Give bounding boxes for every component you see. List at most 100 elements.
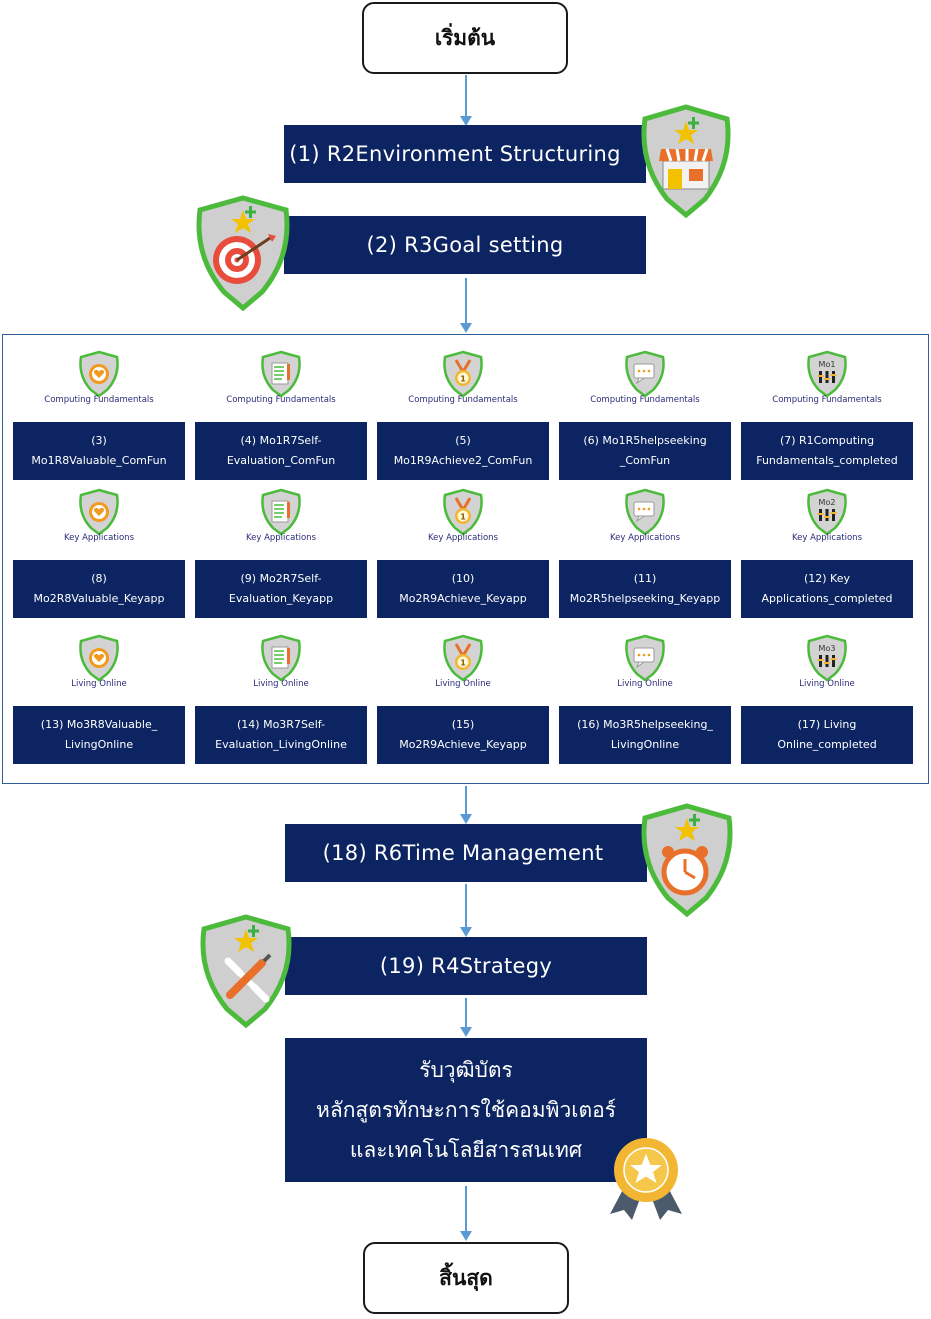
medal-badge-icon: 1 — [443, 634, 483, 682]
checklist-badge-icon — [261, 350, 301, 398]
module-step-line: Evaluation_ComFun — [226, 454, 336, 467]
module-step-line: (14) Mo3R7Self- — [237, 718, 325, 731]
module-badge-text: Mo2 — [819, 498, 836, 507]
module-badge-label: Computing Fundamentals — [590, 395, 700, 405]
flow-arrow — [465, 884, 467, 928]
module-step-box: (15)Mo2R9Achieve_Keyapp — [377, 706, 549, 764]
module-badge: Living Online — [559, 634, 731, 692]
module-step-line: (7) R1Computing — [779, 434, 875, 447]
module-step-box: (8)Mo2R8Valuable_Keyapp — [13, 560, 185, 618]
module-step-line: Applications_completed — [761, 592, 893, 605]
module-step-line: Mo2R8Valuable_Keyapp — [33, 592, 165, 605]
module-step-line: LivingOnline — [610, 738, 680, 751]
module-badge-label: Computing Fundamentals — [226, 395, 336, 405]
module-step-line: _ComFun — [619, 454, 671, 467]
module-step-box: (11)Mo2R5helpseeking_Keyapp — [559, 560, 731, 618]
certificate-line: และเทคโนโลยีสารสนเทศ — [349, 1138, 583, 1162]
module-step-cell: Key Applications(9) Mo2R7Self-Evaluation… — [195, 488, 367, 618]
flow-arrowhead — [460, 116, 472, 126]
chat-badge-icon — [625, 350, 665, 398]
clock-badge-icon — [641, 803, 733, 918]
module-badge-label: Key Applications — [427, 533, 499, 543]
module-badge-label: Key Applications — [791, 533, 863, 543]
module-badge-text: Mo1 — [819, 360, 836, 369]
award-ribbon-icon — [610, 1138, 682, 1220]
module-step-cell: Computing Fundamentals (3) Mo1R8Valuable_C… — [13, 350, 185, 480]
module-step-box: (10) Mo2R9Achieve_Keyapp — [377, 560, 549, 618]
module-badge-label: Living Online — [71, 679, 127, 689]
svg-text:1: 1 — [460, 513, 466, 522]
module-step-line: Evaluation_LivingOnline — [215, 738, 347, 751]
module-badge-label: Key Applications — [245, 533, 317, 543]
module-step-cell: Computing Fundamentals (6) Mo1R5helpseeki… — [559, 350, 731, 480]
module-step-box: (16) Mo3R5helpseeking_ LivingOnline — [559, 706, 731, 764]
flow-arrowhead — [460, 927, 472, 937]
svg-text:1: 1 — [460, 375, 466, 384]
module-step-box: (4) Mo1R7Self- Evaluation_ComFun — [195, 422, 367, 480]
module-step-line: (17) Living — [797, 718, 857, 731]
module-step-cell: Living Online (14) Mo3R7Self- Evaluation_L… — [195, 634, 367, 764]
module-step-box: (5)Mo1R9Achieve2_ComFun — [377, 422, 549, 480]
step-2-label: (2) R3Goal setting — [366, 233, 564, 257]
module-step-cell: Living Online (16) Mo3R5helpseeking_ Livin… — [559, 634, 731, 764]
module-step-line: Evaluation_Keyapp — [228, 592, 334, 605]
module-step-box: (6) Mo1R5helpseeking _ComFun — [559, 422, 731, 480]
flow-arrow — [465, 786, 467, 816]
module-complete-badge-icon: Mo2 — [807, 488, 847, 536]
module-badge-text: Mo3 — [819, 644, 836, 653]
module-step-box: (14) Mo3R7Self- Evaluation_LivingOnline — [195, 706, 367, 764]
module-step-box: (3) Mo1R8Valuable_ComFun — [13, 422, 185, 480]
module-badge: Computing Fundamentals — [195, 350, 367, 408]
module-complete-badge-icon: Mo3 — [807, 634, 847, 682]
module-step-cell: Living Online(13) Mo3R8Valuable_LivingOn… — [13, 634, 185, 764]
module-step-line: Mo2R9Achieve_Keyapp — [399, 592, 527, 605]
module-step-line: Online_completed — [777, 738, 877, 751]
module-badge-label: Key Applications — [609, 533, 681, 543]
step-strategy: (19) R4Strategy — [285, 937, 647, 995]
module-badge-label: Computing Fundamentals — [44, 395, 154, 405]
certificate-box: รับวุฒิบัตร หลักสูตรทักษะการใช้คอมพิวเตอ… — [285, 1038, 647, 1182]
module-step-line: (16) Mo3R5helpseeking_ — [577, 718, 713, 731]
checklist-badge-icon — [261, 488, 301, 536]
flow-arrowhead — [460, 1027, 472, 1037]
chat-badge-icon — [625, 488, 665, 536]
heart-badge-icon — [79, 488, 119, 536]
flow-arrowhead — [460, 323, 472, 333]
module-step-line: (5) — [455, 434, 471, 447]
module-step-line: Mo2R5helpseeking_Keyapp — [569, 592, 721, 605]
module-step-line: (10) — [451, 572, 475, 585]
module-badge-label: Computing Fundamentals — [408, 395, 518, 405]
flow-arrow — [465, 1186, 467, 1232]
module-step-line: (6) Mo1R5helpseeking — [583, 434, 707, 447]
chat-badge-icon — [625, 634, 665, 682]
step-18-label: (18) R6Time Management — [322, 841, 604, 865]
flow-arrow — [465, 998, 467, 1028]
flow-arrow — [465, 75, 467, 117]
start-label: เริ่มต้น — [434, 25, 496, 50]
module-badge: Key Applications — [559, 488, 731, 546]
step-19-label: (19) R4Strategy — [379, 954, 553, 978]
medal-badge-icon: 1 — [443, 350, 483, 398]
module-step-line: (3) — [91, 434, 107, 447]
svg-text:1: 1 — [460, 659, 466, 668]
module-badge-label: Living Online — [253, 679, 309, 689]
module-step-line: (12) Key — [803, 572, 851, 585]
end-label: สิ้นสุด — [439, 1265, 493, 1290]
step-environment-structuring: (1) R2Environment Structuring — [284, 125, 646, 183]
module-step-cell: Key Applications(8)Mo2R8Valuable_Keyapp — [13, 488, 185, 618]
module-step-cell: Key Applications (11)Mo2R5helpseeking_Key… — [559, 488, 731, 618]
module-step-line: (4) Mo1R7Self- — [240, 434, 322, 447]
module-step-line: Mo1R8Valuable_ComFun — [31, 454, 167, 467]
module-badge: Computing Fundamentals — [559, 350, 731, 408]
module-badge-label: Living Online — [435, 679, 491, 689]
